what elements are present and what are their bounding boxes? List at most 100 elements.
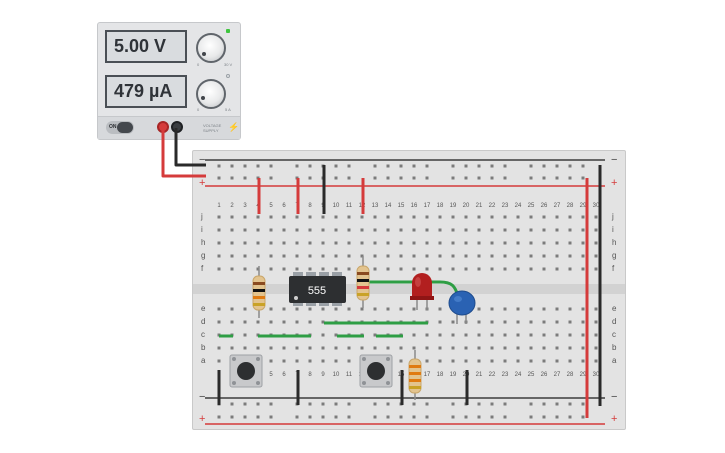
row-label-f: f [201,264,204,273]
column-number-top: 14 [384,203,392,209]
column-number-bottom: 17 [423,372,431,378]
column-number-bottom: 8 [308,372,312,378]
column-number-top: 6 [282,203,286,209]
column-number-bottom: 25 [527,372,535,378]
column-number-bottom: 10 [332,372,340,378]
column-number-top: 23 [501,203,509,209]
current-knob[interactable] [196,79,226,109]
column-number-bottom: 6 [282,372,286,378]
column-number-top: 13 [371,203,379,209]
column-number-top: 18 [436,203,444,209]
row-label-c: c [201,330,205,339]
column-number-bottom: 21 [475,372,483,378]
current-indicator-icon [226,74,230,78]
voltage-max-label: 30 V [224,62,233,67]
column-number-bottom: 29 [579,372,587,378]
negative-terminal[interactable] [171,121,183,133]
column-number-top: 30 [592,203,600,209]
column-number-bottom: 20 [462,372,470,378]
column-number-bottom: 14 [384,372,392,378]
column-number-top: 20 [462,203,470,209]
column-number-bottom: 16 [410,372,418,378]
column-number-bottom: 13 [371,372,379,378]
column-number-bottom: 12 [358,372,366,378]
column-number-top: 7 [295,203,299,209]
power-supply-base: ON VOLTAGE SUPPLY ⚡ [98,116,240,139]
voltage-display: 5.00 V [105,30,187,63]
column-number-top: 5 [269,203,273,209]
voltage-indicator-icon [226,29,230,33]
column-number-bottom: 22 [488,372,496,378]
column-number-bottom: 19 [449,372,457,378]
power-switch-label: ON [109,124,117,130]
column-number-bottom: 15 [397,372,405,378]
column-number-top: 1 [217,203,221,209]
column-number-top: 17 [423,203,431,209]
column-number-bottom: 24 [514,372,522,378]
row-label-e: e [201,304,206,313]
row-label-b-right: b [612,343,617,352]
row-label-a-right: a [612,356,617,365]
power-supply[interactable]: 5.00 V 479 µA 0 30 V 0 5 A ON VOLTAGE SU… [97,22,241,140]
column-number-top: 26 [540,203,548,209]
row-label-i: i [201,225,203,234]
row-label-j: j [201,212,203,221]
column-number-top: 22 [488,203,496,209]
column-number-top: 9 [321,203,325,209]
current-display: 479 µA [105,75,187,108]
positive-terminal[interactable] [157,121,169,133]
power-switch-thumb [117,122,133,133]
column-number-top: 19 [449,203,457,209]
column-number-top: 21 [475,203,483,209]
lightning-icon: ⚡ [228,122,240,132]
column-number-top: 3 [243,203,247,209]
column-number-top: 16 [410,203,418,209]
column-number-top: 27 [553,203,561,209]
column-number-bottom: 3 [243,372,247,378]
row-label-i-right: i [612,225,614,234]
row-label-b: b [201,343,206,352]
supply-brand-label: VOLTAGE SUPPLY [203,123,222,133]
row-label-d-right: d [612,317,617,326]
bottom-rail-negative-sign-right: − [611,391,618,403]
column-number-top: 2 [230,203,234,209]
row-label-g: g [201,251,206,260]
voltage-min-label: 0 [197,62,200,67]
top-rail-positive-sign: + [199,177,206,189]
column-number-bottom: 7 [295,372,299,378]
top-rail-positive-sign-right: + [611,177,618,189]
column-number-top: 25 [527,203,535,209]
column-number-bottom: 30 [592,372,600,378]
column-number-bottom: 18 [436,372,444,378]
column-number-bottom: 23 [501,372,509,378]
breadboard [192,150,626,430]
row-label-f-right: f [612,264,615,273]
top-rail-negative-sign: − [199,154,206,166]
column-number-top: 24 [514,203,522,209]
column-number-bottom: 5 [269,372,273,378]
current-min-label: 0 [197,107,200,112]
voltage-knob[interactable] [196,33,226,63]
power-switch[interactable]: ON [106,121,134,134]
row-label-j-right: j [612,212,614,221]
column-number-top: 10 [332,203,340,209]
row-label-h: h [201,238,206,247]
column-number-bottom: 4 [256,372,260,378]
column-number-top: 11 [345,203,353,209]
row-label-e-right: e [612,304,617,313]
column-number-bottom: 26 [540,372,548,378]
current-max-label: 5 A [225,107,231,112]
row-label-h-right: h [612,238,617,247]
column-number-top: 28 [566,203,574,209]
row-label-d: d [201,317,206,326]
top-rail-negative-sign-right: − [611,154,618,166]
column-number-bottom: 1 [217,372,221,378]
column-number-top: 12 [358,203,366,209]
column-number-top: 8 [308,203,312,209]
column-number-top: 29 [579,203,587,209]
column-number-top: 15 [397,203,405,209]
bottom-rail-negative-sign: − [199,391,206,403]
column-number-bottom: 28 [566,372,574,378]
column-number-bottom: 11 [345,372,353,378]
column-number-top: 4 [256,203,260,209]
